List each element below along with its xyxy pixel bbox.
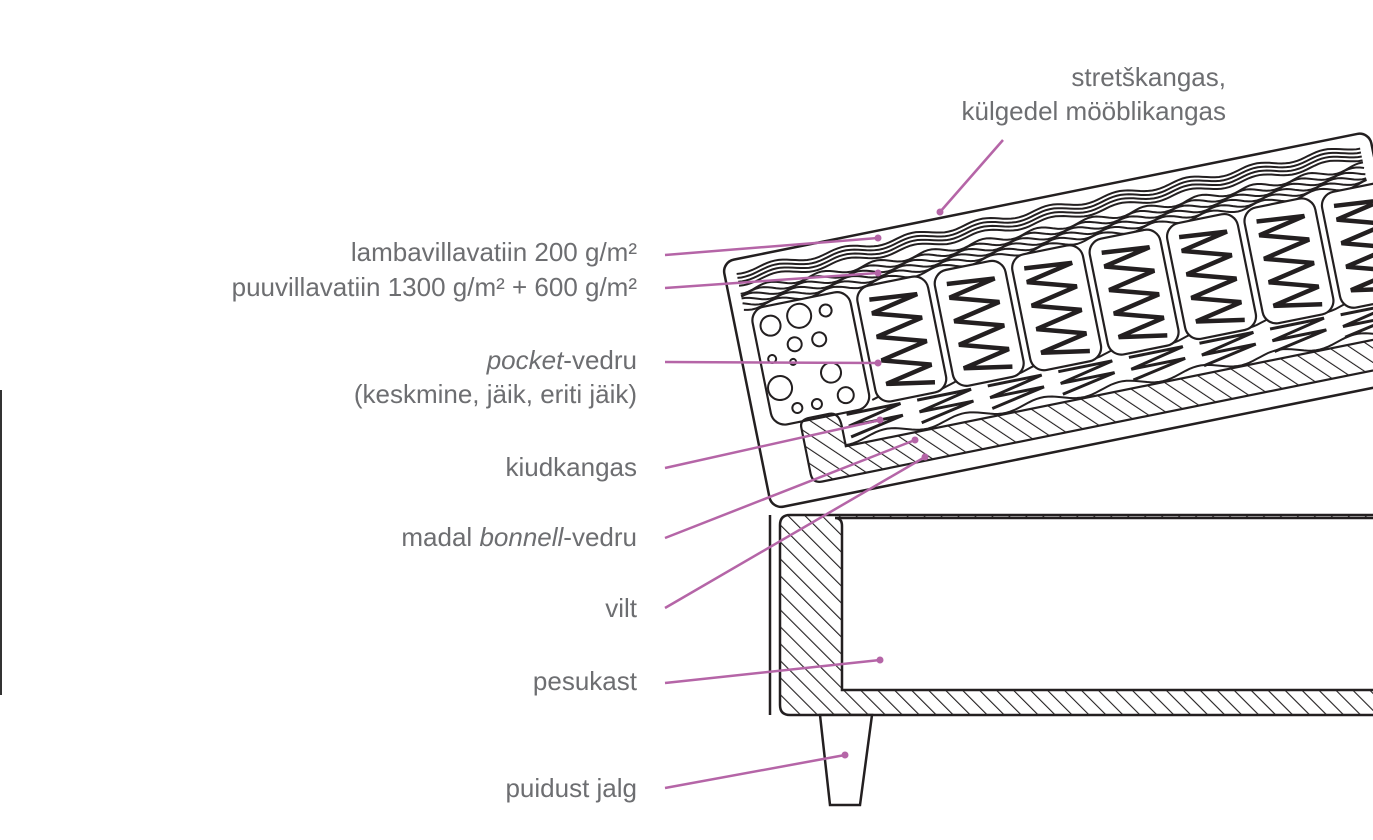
- leader-line: [939, 139, 1004, 213]
- label-fiber: kiudkangas: [505, 452, 637, 482]
- leader-dot: [874, 234, 882, 242]
- leader-dot: [841, 751, 849, 759]
- leader-dot: [936, 208, 944, 216]
- wool-wave: [738, 159, 1363, 287]
- bonnell-coil: [987, 373, 1045, 410]
- pocket-springs: [856, 181, 1373, 403]
- wool-wave: [737, 151, 1362, 279]
- leader-line: [664, 236, 879, 257]
- spring-coil: [869, 291, 936, 387]
- label-bonnell-rest: -vedru: [563, 522, 637, 552]
- storage-box: [768, 513, 1373, 717]
- label-cover-line2: külgedel mööblikangas: [961, 96, 1226, 126]
- foam-bubble: [767, 375, 794, 402]
- spring-coil: [1101, 244, 1168, 340]
- bonnell-coil: [1058, 359, 1116, 396]
- cotton-wave: [740, 161, 1364, 295]
- wool-wave: [738, 155, 1362, 283]
- leader-dot: [874, 269, 882, 277]
- spring-coil: [1178, 229, 1245, 324]
- bonnell-coil: [1340, 302, 1373, 339]
- leader-line: [664, 271, 879, 290]
- felt-wave: [845, 330, 1373, 447]
- label-pocket: pocket-vedru (keskmine, jäik, eriti jäik…: [354, 343, 637, 411]
- bonnell-coil: [1199, 330, 1257, 368]
- spring-coil: [1333, 198, 1373, 293]
- label-cover: stretškangas, külgedel mööblikangas: [961, 60, 1226, 128]
- page-edge-line: [0, 390, 2, 695]
- foam-bubble: [811, 331, 828, 348]
- leader-line: [664, 418, 881, 470]
- leader-dot: [876, 416, 884, 424]
- leader-line: [664, 438, 916, 540]
- spring-coil: [1023, 260, 1090, 355]
- label-felt: vilt: [605, 593, 637, 623]
- foam-bubble: [791, 401, 804, 414]
- label-cotton: puuvillavatiin 1300 g/m² + 600 g/m²: [231, 272, 637, 302]
- foam-bubble: [759, 314, 782, 337]
- foam-block: [751, 291, 871, 426]
- label-bonnell: madal bonnell-vedru: [401, 520, 637, 554]
- cotton-wave: [743, 179, 1367, 311]
- label-leg: puidust jalg: [505, 773, 637, 803]
- label-pocket-rest: -vedru: [563, 345, 637, 375]
- leader-dot: [911, 436, 919, 444]
- foam-bubble: [810, 398, 823, 411]
- foam-bubble: [786, 302, 813, 329]
- cotton-wave: [742, 178, 1367, 306]
- spring-coil: [1256, 213, 1323, 309]
- bonnell-coil: [1128, 345, 1186, 382]
- label-bonnell-italic: bonnell: [479, 522, 564, 552]
- leader-line: [664, 658, 881, 685]
- wooden-leg: [818, 713, 874, 807]
- wool-wave: [736, 147, 1361, 275]
- leader-line: [664, 753, 846, 790]
- spring-coil: [946, 276, 1013, 371]
- leader-line: [664, 455, 926, 610]
- foam-bubble: [786, 336, 803, 353]
- label-bonnell-pre: madal: [401, 522, 480, 552]
- label-pocket-italic: pocket: [486, 345, 564, 375]
- mattress: [722, 132, 1373, 509]
- foam-bubble: [818, 303, 833, 318]
- bonnell-coil: [916, 387, 975, 425]
- label-cover-line1: stretškangas,: [1071, 62, 1226, 92]
- leader-dot: [876, 656, 884, 664]
- label-storage: pesukast: [532, 666, 637, 696]
- leader-lines: [664, 139, 1004, 790]
- label-pocket-sub: (keskmine, jäik, eriti jäik): [353, 379, 637, 409]
- leader-line: [664, 360, 879, 365]
- bonnell-coil: [1269, 316, 1327, 353]
- leader-dot: [874, 359, 882, 367]
- leader-dot: [921, 453, 929, 461]
- label-wool: lambavillavatiin 200 g/m²: [350, 237, 637, 267]
- foam-bubble: [836, 386, 855, 405]
